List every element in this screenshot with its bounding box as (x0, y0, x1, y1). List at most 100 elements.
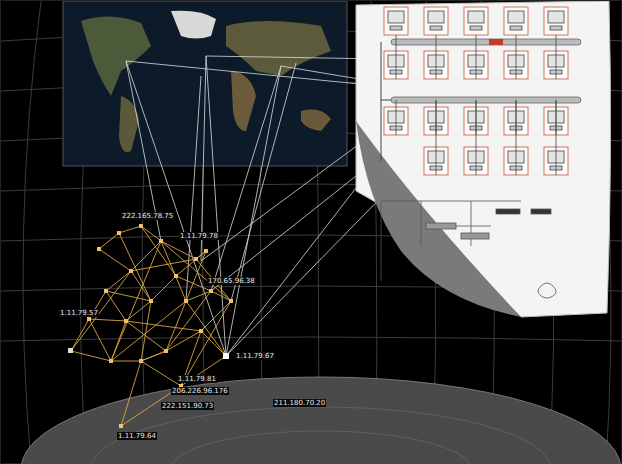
graph-points-part (209, 289, 213, 293)
link-lines-part (226, 66, 281, 356)
graph-points (68, 224, 233, 428)
graph-points-part (223, 353, 229, 359)
network-sheet-part (544, 7, 568, 35)
graph-points-part (109, 359, 113, 363)
world-map-part (119, 96, 139, 152)
dome-grid-part (23, 1, 41, 464)
dome-grid-part (1, 337, 622, 341)
network-sheet-part (461, 233, 489, 239)
network-sheet-part (436, 42, 437, 79)
ip-address-label: 1.11.79.67 (235, 352, 275, 360)
floor-disc (21, 377, 621, 464)
world-map-part (301, 110, 331, 131)
network-sheet-part (384, 7, 408, 42)
link-lines-part (201, 56, 206, 261)
graph-points-part (68, 348, 73, 353)
network-sheet-part (430, 26, 442, 30)
network-sheet-part (496, 209, 520, 214)
network-sheet-part (516, 100, 517, 175)
network-sheet-part (510, 26, 522, 30)
world-map-part (231, 71, 256, 131)
network-sheet-part (381, 201, 521, 281)
network-sheet-part (384, 42, 408, 79)
network-sheet-part (508, 11, 524, 23)
graph-points-part (159, 239, 163, 243)
graph-points-part (174, 274, 178, 278)
graph-points-part (149, 299, 153, 303)
network-sheet-part (556, 35, 557, 42)
ip-address-label: 1.11.79.64 (117, 432, 157, 440)
world-map-part (171, 11, 216, 39)
network-sheet-part (548, 11, 564, 23)
floor-disc-part (171, 431, 471, 464)
graph-points-part (97, 247, 101, 251)
network-sheet-part (384, 7, 568, 175)
network-sheet-part (516, 35, 517, 42)
network-sheet-part (538, 283, 556, 298)
network-sheet-part (464, 100, 488, 175)
network-sheet-part (504, 7, 528, 42)
ip-address-label: 170.65.96.38 (207, 277, 256, 285)
network-sheet-part (436, 100, 437, 175)
network-sheet-part (516, 42, 517, 79)
network-sheet-part (544, 100, 568, 175)
ip-address-label: 222.151.90.73 (161, 402, 214, 410)
graph-points-part (139, 359, 143, 363)
network-sheet-part (428, 11, 444, 23)
network-sheet-part (391, 97, 581, 103)
network-graph (71, 226, 231, 426)
network-sheet-part (504, 7, 528, 35)
link-lines-part (211, 66, 281, 291)
floor-disc-part (91, 407, 551, 464)
network-graph-part (111, 241, 231, 361)
graph-points-part (119, 424, 123, 428)
ip-address-label: 1.11.79.81 (177, 375, 217, 383)
network-sheet-part (489, 39, 503, 45)
network-sheet-part (381, 100, 391, 101)
network-sheet-part (381, 201, 556, 298)
graph-points-part (129, 269, 133, 273)
network-sheet-part (384, 7, 408, 35)
network-sheet-part (476, 100, 477, 175)
world-map-part (226, 21, 331, 76)
ip-address-label: 1.11.79.57 (59, 309, 99, 317)
network-sheet-part (391, 39, 581, 45)
graph-points-part (139, 224, 143, 228)
network-sheet-part (476, 42, 477, 79)
network-sheet-part (356, 1, 611, 317)
network-sheet-part (556, 100, 557, 175)
link-lines-part (206, 56, 226, 356)
ip-address-label: 211.180.70.20 (273, 399, 326, 407)
network-sheet-part (531, 209, 551, 214)
network-sheet-part (504, 100, 528, 175)
network-sheet-part (468, 11, 484, 23)
graph-points-part (124, 319, 128, 323)
ip-address-label: 1.11.79.78 (179, 232, 219, 240)
network-sheet-part (396, 100, 397, 135)
graph-points-part (199, 329, 203, 333)
network-sheet-part (544, 42, 568, 79)
network-sheet-part (424, 42, 448, 79)
ip-address-label: 222.165.78.75 (121, 212, 174, 220)
graph-points-part (229, 299, 233, 303)
network-sheet-part (424, 7, 448, 42)
network-sheet-part (464, 7, 488, 35)
network-sheet-part (476, 35, 477, 42)
network-sheet-part (550, 26, 562, 30)
link-lines-part (231, 63, 296, 301)
network-sheet-part (396, 35, 397, 42)
network-sheet-part (470, 26, 482, 30)
network-sheet-part (504, 42, 528, 79)
link-lines-part (126, 61, 226, 356)
graph-points-part (87, 317, 91, 321)
network-sheet (356, 1, 611, 317)
network-sheet-part (388, 11, 404, 23)
network-sheet-part (544, 7, 568, 42)
network-sheet-part (464, 7, 488, 42)
network-sheet-part (436, 35, 437, 42)
ip-address-label: 206.226.96.176 (171, 387, 229, 395)
world-map-part (81, 16, 151, 96)
link-lines-part (186, 76, 201, 301)
